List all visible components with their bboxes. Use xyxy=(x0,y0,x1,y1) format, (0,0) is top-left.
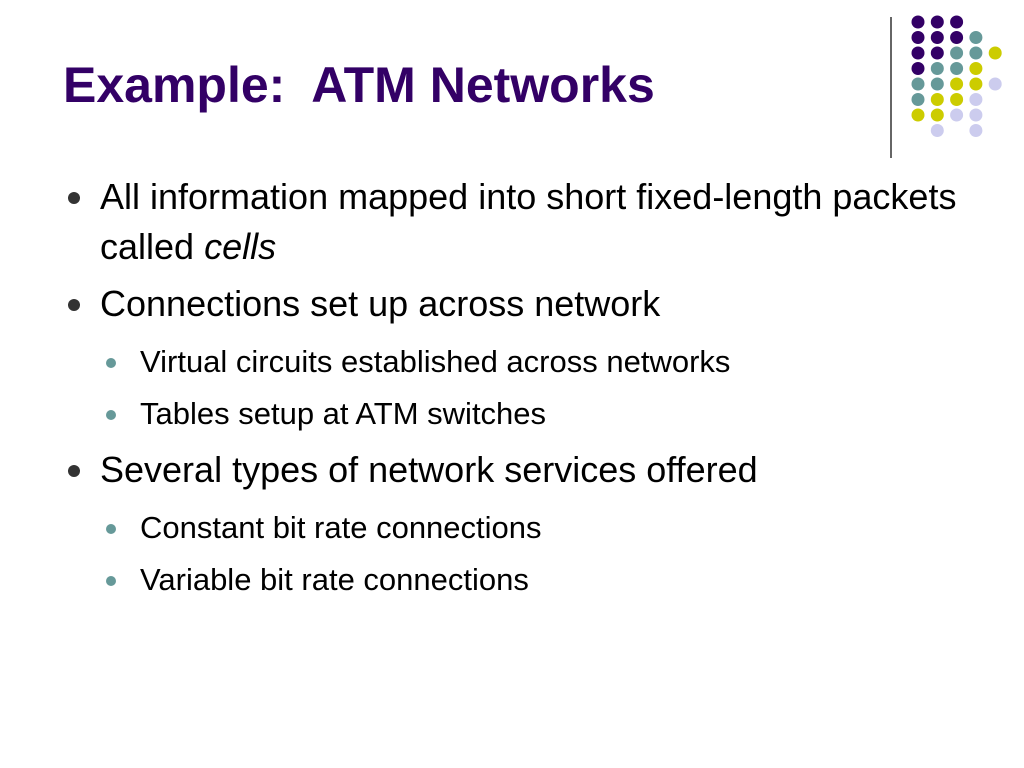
bullet-text: Connections set up across network xyxy=(100,283,661,324)
decorative-dot xyxy=(950,108,964,122)
sub-bullet-text: Virtual circuits established across netw… xyxy=(140,344,731,379)
decorative-dot xyxy=(950,62,964,75)
sub-bullet-text: Constant bit rate connections xyxy=(140,510,542,545)
sub-bullet-item: Variable bit rate connections xyxy=(60,554,980,606)
decorative-dot xyxy=(930,46,944,60)
decorative-dot-grid xyxy=(911,15,1002,137)
decorative-dot xyxy=(930,108,944,122)
sub-bullet-dot-icon xyxy=(106,358,116,368)
bullet-text: Several types of network services offere… xyxy=(100,449,758,490)
decorative-dot xyxy=(969,46,983,60)
decorative-dot xyxy=(969,31,983,44)
slide-title: Example: ATM Networks xyxy=(63,57,655,113)
decorative-dot xyxy=(969,93,983,106)
sub-bullet-item: Tables setup at ATM switches xyxy=(60,388,980,440)
decorative-dot xyxy=(988,46,1002,60)
decorative-dot xyxy=(911,108,925,122)
bullet-emphasis: cells xyxy=(204,226,277,267)
bullet-dot-icon xyxy=(68,299,80,311)
bullet-item-3: Several types of network services offere… xyxy=(60,445,980,495)
decorative-dot xyxy=(911,46,925,60)
bullet-dot-icon xyxy=(68,465,80,477)
sub-bullet-item: Virtual circuits established across netw… xyxy=(60,336,980,388)
sub-bullet-item: Constant bit rate connections xyxy=(60,502,980,554)
slide-body: All information mapped into short fixed-… xyxy=(60,172,980,606)
decorative-dot xyxy=(930,93,944,106)
bullet-dot-icon xyxy=(68,192,80,204)
decorative-dot xyxy=(969,77,983,91)
decorative-dot xyxy=(969,108,983,122)
decorative-dot xyxy=(930,124,944,137)
sub-bullet-dot-icon xyxy=(106,524,116,534)
decorative-dot xyxy=(911,15,925,29)
decorative-dot xyxy=(930,15,944,29)
decorative-dot xyxy=(969,124,983,137)
decorative-dot xyxy=(911,62,925,75)
decorative-dot xyxy=(911,77,925,91)
decorative-dot xyxy=(911,93,925,106)
decorative-dot xyxy=(950,46,964,60)
sub-bullet-text: Variable bit rate connections xyxy=(140,562,529,597)
decorative-dot xyxy=(930,62,944,75)
decorative-dot xyxy=(950,15,964,29)
decorative-dot xyxy=(950,93,964,106)
decorative-dot xyxy=(988,77,1002,91)
decorative-dot xyxy=(950,31,964,44)
title-divider-line xyxy=(890,17,892,158)
decorative-dot xyxy=(930,77,944,91)
bullet-item-1: All information mapped into short fixed-… xyxy=(60,172,980,272)
sub-bullet-dot-icon xyxy=(106,410,116,420)
decorative-dot xyxy=(950,77,964,91)
decorative-dot xyxy=(969,62,983,75)
sub-bullet-dot-icon xyxy=(106,576,116,586)
decorative-dot xyxy=(930,31,944,44)
bullet-text: All information mapped into short fixed-… xyxy=(100,176,957,267)
decorative-dot xyxy=(911,31,925,44)
sub-bullet-text: Tables setup at ATM switches xyxy=(140,396,547,431)
bullet-item-2: Connections set up across network xyxy=(60,279,980,329)
